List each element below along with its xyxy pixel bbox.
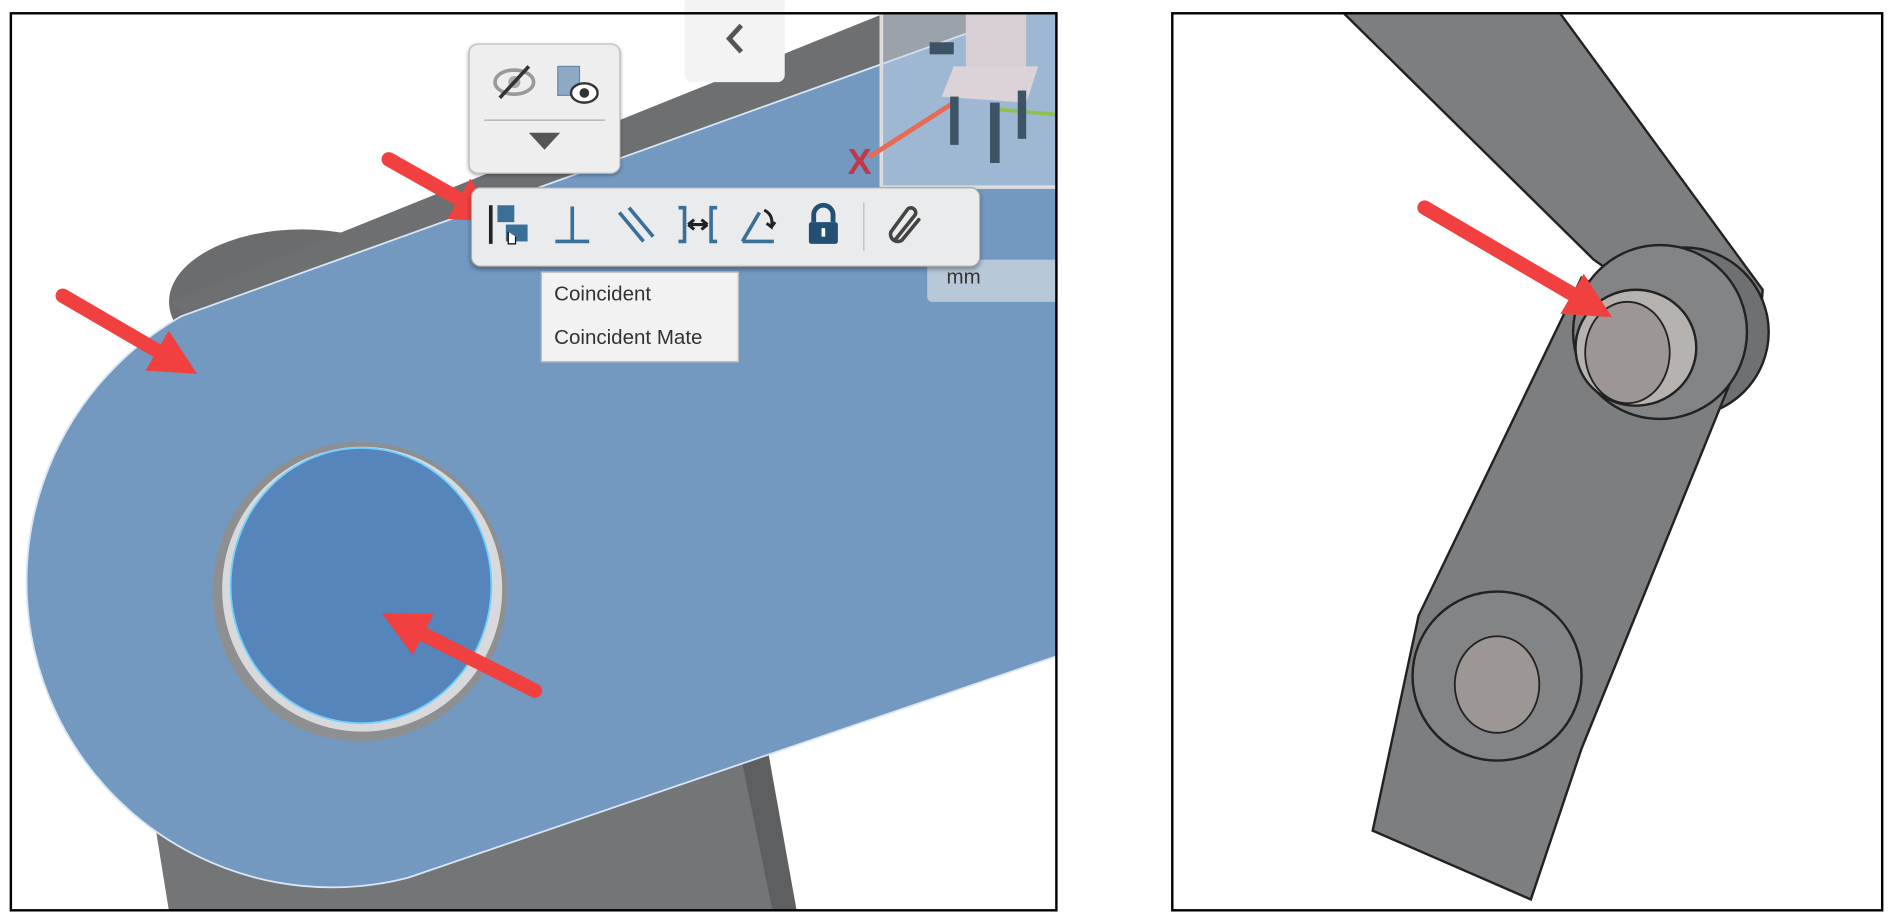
- toolbar-divider: [863, 202, 865, 252]
- lock-icon: [800, 200, 846, 254]
- attach-button[interactable]: [881, 203, 927, 251]
- arrow-toolbar: [381, 152, 500, 222]
- coincident-icon: [487, 200, 533, 254]
- tooltip-title: Coincident: [554, 282, 652, 306]
- perpendicular-button[interactable]: [549, 203, 595, 251]
- distance-icon: [675, 200, 721, 254]
- units-value: mm: [946, 265, 981, 289]
- visibility-popup: [468, 43, 621, 174]
- show-part-eye-icon[interactable]: [551, 62, 599, 110]
- parallel-button[interactable]: [612, 203, 658, 251]
- pin-bottom[interactable]: [1453, 635, 1541, 734]
- perpendicular-icon: [549, 200, 595, 254]
- view-cube-axis-label: X: [847, 142, 872, 183]
- collapse-panel-button[interactable]: [684, 0, 785, 83]
- triangle-down-icon[interactable]: [528, 132, 561, 150]
- arrow-pin: [1417, 200, 1613, 318]
- parallel-icon: [612, 200, 658, 254]
- mate-toolbar: [470, 187, 981, 267]
- paperclip-icon: [881, 200, 927, 254]
- selected-hole-face[interactable]: [229, 447, 493, 725]
- chevron-left-icon: [723, 21, 747, 61]
- angle-icon: [738, 200, 784, 254]
- arrow-face: [55, 288, 198, 374]
- coincident-button[interactable]: [487, 203, 533, 251]
- lock-button[interactable]: [800, 200, 846, 254]
- view-cube[interactable]: [867, 6, 1062, 189]
- angle-button[interactable]: [738, 203, 784, 251]
- coincident-tooltip: Coincident Coincident Mate: [540, 271, 739, 363]
- right-viewport[interactable]: [1171, 10, 1884, 912]
- tooltip-description: Coincident Mate: [554, 325, 703, 349]
- arrow-hole: [381, 613, 543, 698]
- distance-button[interactable]: [675, 203, 721, 251]
- hide-eye-icon[interactable]: [490, 62, 538, 110]
